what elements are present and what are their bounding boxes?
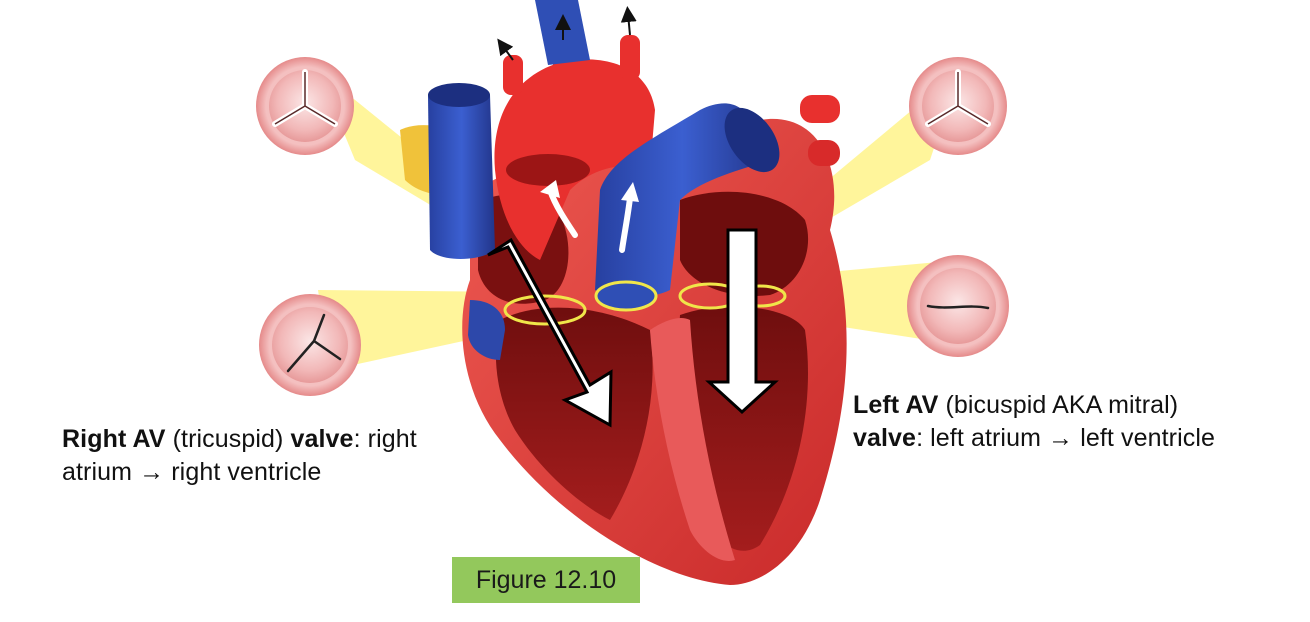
- right-av-type: (tricuspid): [172, 425, 284, 453]
- right-ventricle: [495, 307, 653, 520]
- right-av-valve-word: valve: [290, 425, 354, 453]
- tricuspid-valve-ring: [503, 294, 587, 326]
- left-av-type: (bicuspid AKA mitral): [945, 391, 1179, 419]
- right-av-flow-arrow: [487, 237, 613, 428]
- left-av-name: Left AV: [853, 391, 939, 419]
- superior-vena-cava: [428, 83, 495, 259]
- aortic-opening: [506, 154, 590, 186]
- aorta-branch-3: [620, 35, 640, 80]
- aorta-branch-1: [503, 55, 523, 95]
- pulmonary-trunk: [595, 103, 770, 298]
- trileaflet-valve-icon: [909, 57, 1007, 155]
- heart-illustration: [400, 0, 847, 586]
- figure-label: Figure 12.10: [452, 557, 640, 603]
- trileaflet-valve-icon: [256, 57, 354, 155]
- big-flow-arrows: [487, 228, 779, 428]
- right-av-valve-caption: Right AV (tricuspid) valve: right atrium…: [62, 423, 482, 489]
- open-bicuspid-valve-icon: [907, 255, 1009, 357]
- flow-arrow-pulmonary: [619, 195, 633, 253]
- pulmonary-valve-ring: [594, 280, 658, 312]
- top-arrow-3: [620, 6, 637, 36]
- flow-arrow-aorta-head: [540, 180, 560, 198]
- septum: [650, 318, 735, 561]
- left-av-valve-word: valve: [853, 424, 917, 452]
- inferior-vena-cava: [468, 300, 505, 360]
- pulmonary-vein-right-2: [808, 140, 840, 166]
- valve-closeups: [256, 57, 1009, 396]
- right-av-line1-rest: : right: [353, 425, 417, 453]
- right-av-name: Right AV: [62, 425, 166, 453]
- top-arrow-1: [497, 38, 514, 61]
- right-av-flow: atrium → right ventricle: [62, 458, 322, 486]
- left-av-flow-arrow: [705, 228, 779, 415]
- pulmonary-vein-right-1: [800, 95, 840, 123]
- left-av-valve-caption: Left AV (bicuspid AKA mitral) valve: lef…: [853, 389, 1293, 455]
- superior-vena-cava-opening: [428, 83, 490, 107]
- left-av-flow: : left atrium → left ventricle: [916, 424, 1215, 452]
- flow-arrow-pulmonary-head: [621, 182, 639, 202]
- pulmonary-trunk-opening: [724, 107, 780, 173]
- open-tricuspid-valve-icon: [259, 294, 361, 396]
